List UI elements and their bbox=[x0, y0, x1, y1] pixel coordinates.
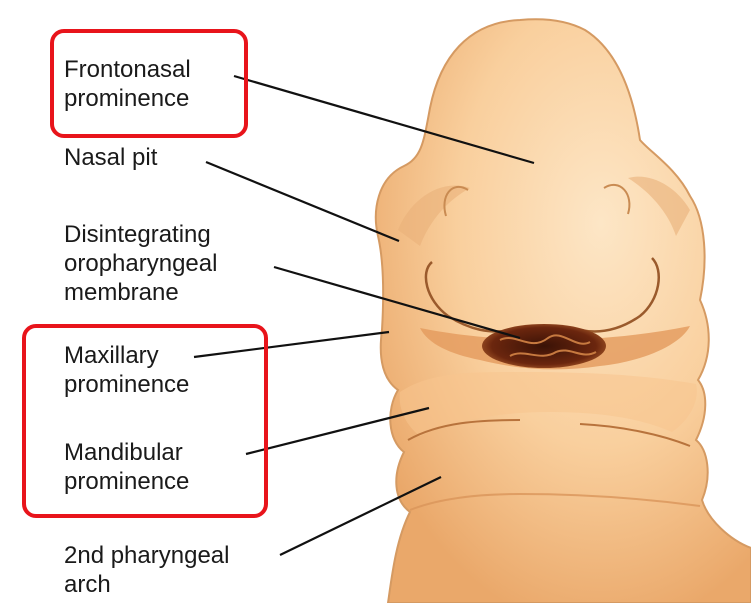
label-frontonasal-prominence: Frontonasal prominence bbox=[64, 55, 191, 113]
label-nasal-pit: Nasal pit bbox=[64, 143, 157, 172]
label-2nd-pharyngeal-arch: 2nd pharyngeal arch bbox=[64, 541, 229, 599]
label-oropharyngeal-membrane: Disintegrating oropharyngeal membrane bbox=[64, 220, 217, 307]
label-line: Disintegrating bbox=[64, 220, 217, 249]
label-line: 2nd pharyngeal bbox=[64, 541, 229, 570]
oropharyngeal-membrane bbox=[482, 324, 606, 368]
label-maxillary-prominence: Maxillary prominence bbox=[64, 341, 189, 399]
embryo-illustration bbox=[376, 19, 751, 603]
label-mandibular-prominence: Mandibular prominence bbox=[64, 438, 189, 496]
label-line: prominence bbox=[64, 370, 189, 399]
label-line: prominence bbox=[64, 467, 189, 496]
label-line: oropharyngeal bbox=[64, 249, 217, 278]
label-line: Nasal pit bbox=[64, 143, 157, 172]
label-line: prominence bbox=[64, 84, 191, 113]
label-line: Maxillary bbox=[64, 341, 189, 370]
label-line: Mandibular bbox=[64, 438, 189, 467]
label-line: Frontonasal bbox=[64, 55, 191, 84]
head-outline bbox=[376, 19, 751, 603]
label-line: arch bbox=[64, 570, 229, 599]
leader-nasal-pit bbox=[206, 162, 399, 241]
label-line: membrane bbox=[64, 278, 217, 307]
